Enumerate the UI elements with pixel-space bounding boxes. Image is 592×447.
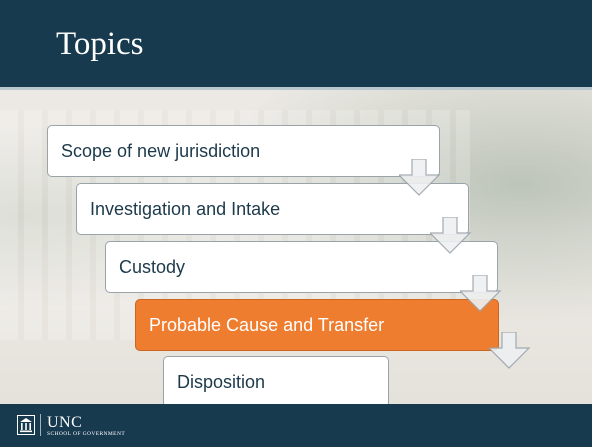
building-column-icon — [17, 415, 35, 435]
step-label: Investigation and Intake — [90, 198, 281, 219]
step-label: Probable Cause and Transfer — [149, 314, 385, 335]
step-scope-of-new-jurisdiction: Scope of new jurisdiction — [47, 125, 440, 177]
slide-title: Topics — [56, 26, 144, 62]
footer-bar — [0, 404, 592, 447]
logo-wordmark: UNC — [47, 414, 83, 431]
down-arrow-icon — [489, 332, 531, 369]
step-investigation-and-intake: Investigation and Intake — [76, 183, 469, 235]
step-label: Disposition — [177, 371, 266, 392]
down-arrow-icon — [399, 159, 441, 196]
step-disposition: Disposition — [163, 356, 389, 408]
step-probable-cause-and-transfer: Probable Cause and Transfer — [135, 299, 499, 351]
logo-subtitle: SCHOOL OF GOVERNMENT — [47, 431, 126, 437]
step-custody: Custody — [105, 241, 498, 293]
step-label: Custody — [119, 256, 186, 277]
down-arrow-icon — [430, 217, 472, 254]
step-label: Scope of new jurisdiction — [61, 140, 261, 161]
title-bar: Topics — [0, 0, 592, 90]
logo-divider — [40, 414, 41, 436]
down-arrow-icon — [460, 275, 502, 312]
